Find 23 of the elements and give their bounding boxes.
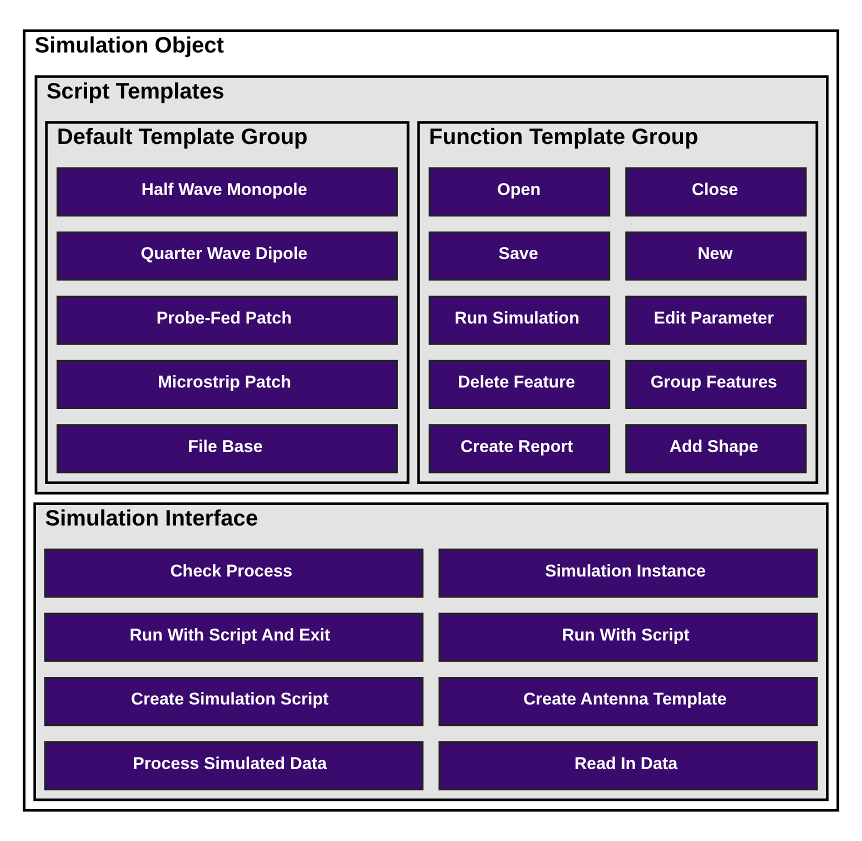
node-box: Probe-Fed Patch xyxy=(56,296,398,345)
node-box: Close xyxy=(625,167,807,216)
node-box: Group Features xyxy=(625,360,807,410)
node-box: Run With Script And Exit xyxy=(44,612,424,662)
node-box: Edit Parameter xyxy=(625,296,807,345)
node-box: Open xyxy=(428,167,610,216)
node-box: Run With Script xyxy=(438,612,818,662)
node-box: Quarter Wave Dipole xyxy=(56,232,398,281)
node-box: New xyxy=(625,232,807,281)
node-box: Create Antenna Template xyxy=(438,676,818,726)
node-box: Create Simulation Script xyxy=(44,676,424,726)
node-box: Half Wave Monopole xyxy=(56,167,398,216)
node-box: Check Process xyxy=(44,548,424,598)
node-box: Simulation Instance xyxy=(438,548,818,598)
node-box: Read In Data xyxy=(438,741,818,790)
node-box: Save xyxy=(428,232,610,281)
node-box: Delete Feature xyxy=(428,360,610,410)
node-box: Add Shape xyxy=(625,424,807,474)
node-box: Process Simulated Data xyxy=(44,741,424,790)
node-box: Microstrip Patch xyxy=(56,360,398,410)
node-box: File Base xyxy=(56,424,398,474)
node-box: Run Simulation xyxy=(428,296,610,345)
node-box: Create Report xyxy=(428,424,610,474)
